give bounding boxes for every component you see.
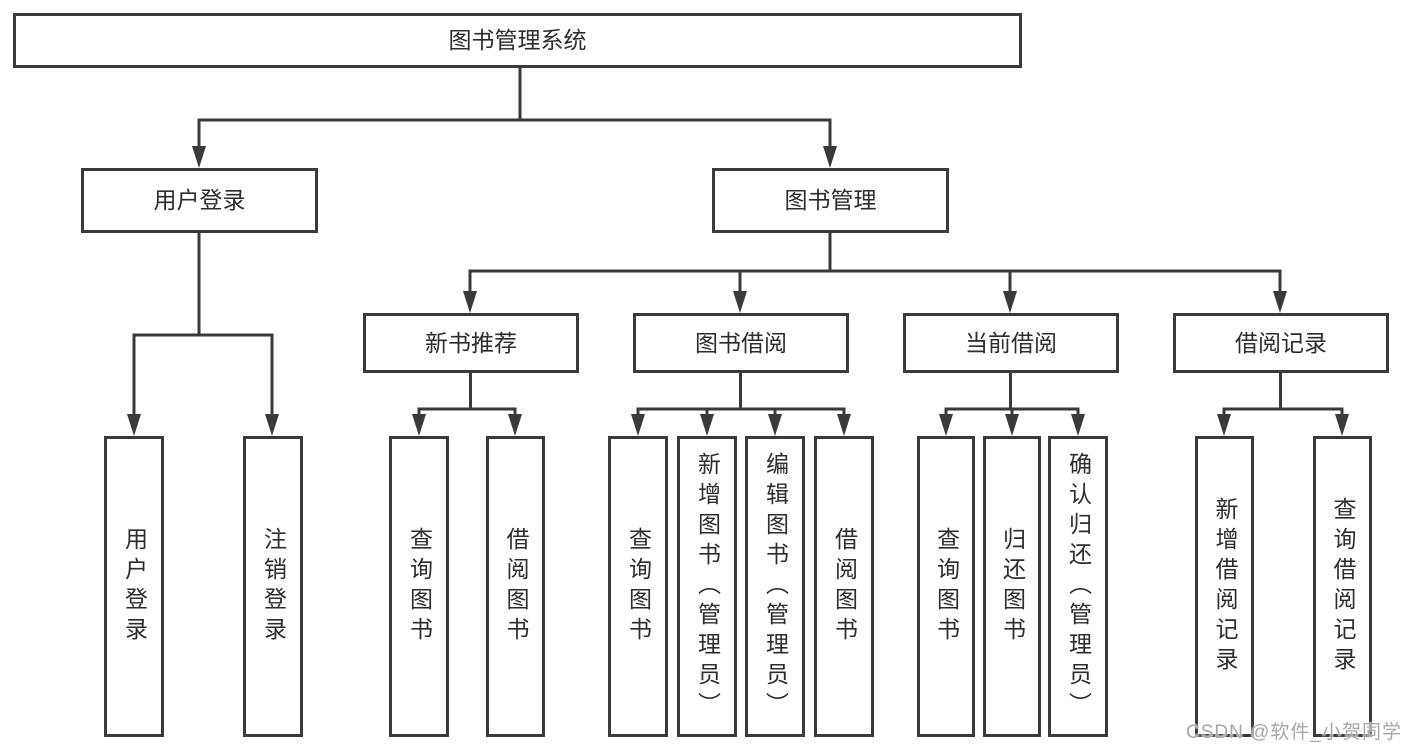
node-book-management: 图书管理 xyxy=(712,168,949,233)
node-root-system: 图书管理系统 xyxy=(13,13,1022,68)
node-new-book-recommend: 新书推荐 xyxy=(363,313,579,373)
leaf-query-borrow-record: 查询借阅记录 xyxy=(1313,436,1372,737)
leaf-add-borrow-record: 新增借阅记录 xyxy=(1195,436,1254,737)
node-book-borrow: 图书借阅 xyxy=(633,313,849,373)
leaf-user-login: 用户登录 xyxy=(104,436,164,737)
leaf-add-book-admin: 新增图书（管理员） xyxy=(677,436,737,737)
leaf-query-books-1: 查询图书 xyxy=(389,436,449,737)
leaf-query-books-2: 查询图书 xyxy=(608,436,668,737)
csdn-watermark: CSDN @软件_小贺同学 xyxy=(1186,722,1402,743)
node-current-borrow: 当前借阅 xyxy=(903,313,1119,373)
leaf-borrow-books-2: 借阅图书 xyxy=(814,436,874,737)
leaf-borrow-books-1: 借阅图书 xyxy=(486,436,545,737)
leaf-edit-book-admin: 编辑图书（管理员） xyxy=(745,436,805,737)
leaf-return-book: 归还图书 xyxy=(983,436,1041,737)
leaf-logout: 注销登录 xyxy=(243,436,303,737)
leaf-query-books-3: 查询图书 xyxy=(917,436,975,737)
node-borrow-records: 借阅记录 xyxy=(1173,313,1389,373)
leaf-confirm-return-admin: 确认归还（管理员） xyxy=(1048,436,1108,737)
node-user-login: 用户登录 xyxy=(81,168,318,233)
